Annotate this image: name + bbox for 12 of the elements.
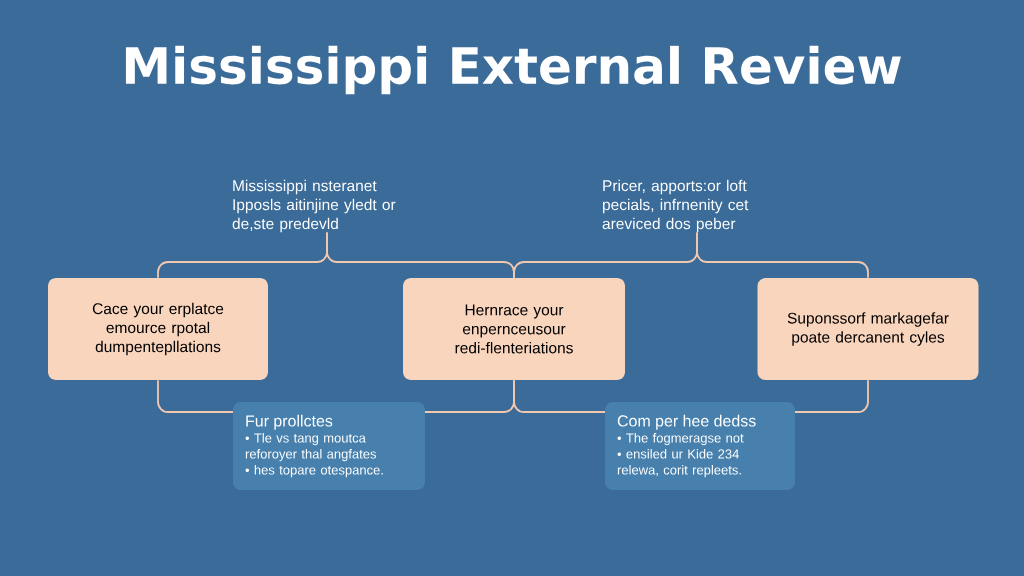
title: Mississippi External Review bbox=[125, 45, 901, 95]
connector-line bbox=[513, 379, 606, 413]
process-box: Cace your erplatce emource rpotal dumpentepllations bbox=[48, 278, 268, 380]
info-card: Fur prollctes • Tle vs tang moutca reforoyer thal angfates • hes topare otespance. bbox=[233, 402, 425, 490]
process-box: Suponssorf markagefar poate dercanent cyles bbox=[757, 278, 979, 380]
process-box: Hernrace your enpernceusour redi-flenteriations bbox=[403, 278, 625, 380]
annotation-text: Mississippi nsteranet Ipposls aitinjine yledt or de,ste predevld bbox=[232, 179, 396, 233]
annotation-text: Pricer, apports:or loft pecials, infrnenity cet areviced dos peber bbox=[602, 179, 749, 233]
connector-line bbox=[794, 379, 869, 413]
connector-line bbox=[696, 231, 869, 279]
connector-line bbox=[157, 379, 234, 413]
info-card: Com per hee dedss • The fogmeragse not • ensiled ur Kide 234 relewa, corit repleets. bbox=[605, 402, 795, 490]
